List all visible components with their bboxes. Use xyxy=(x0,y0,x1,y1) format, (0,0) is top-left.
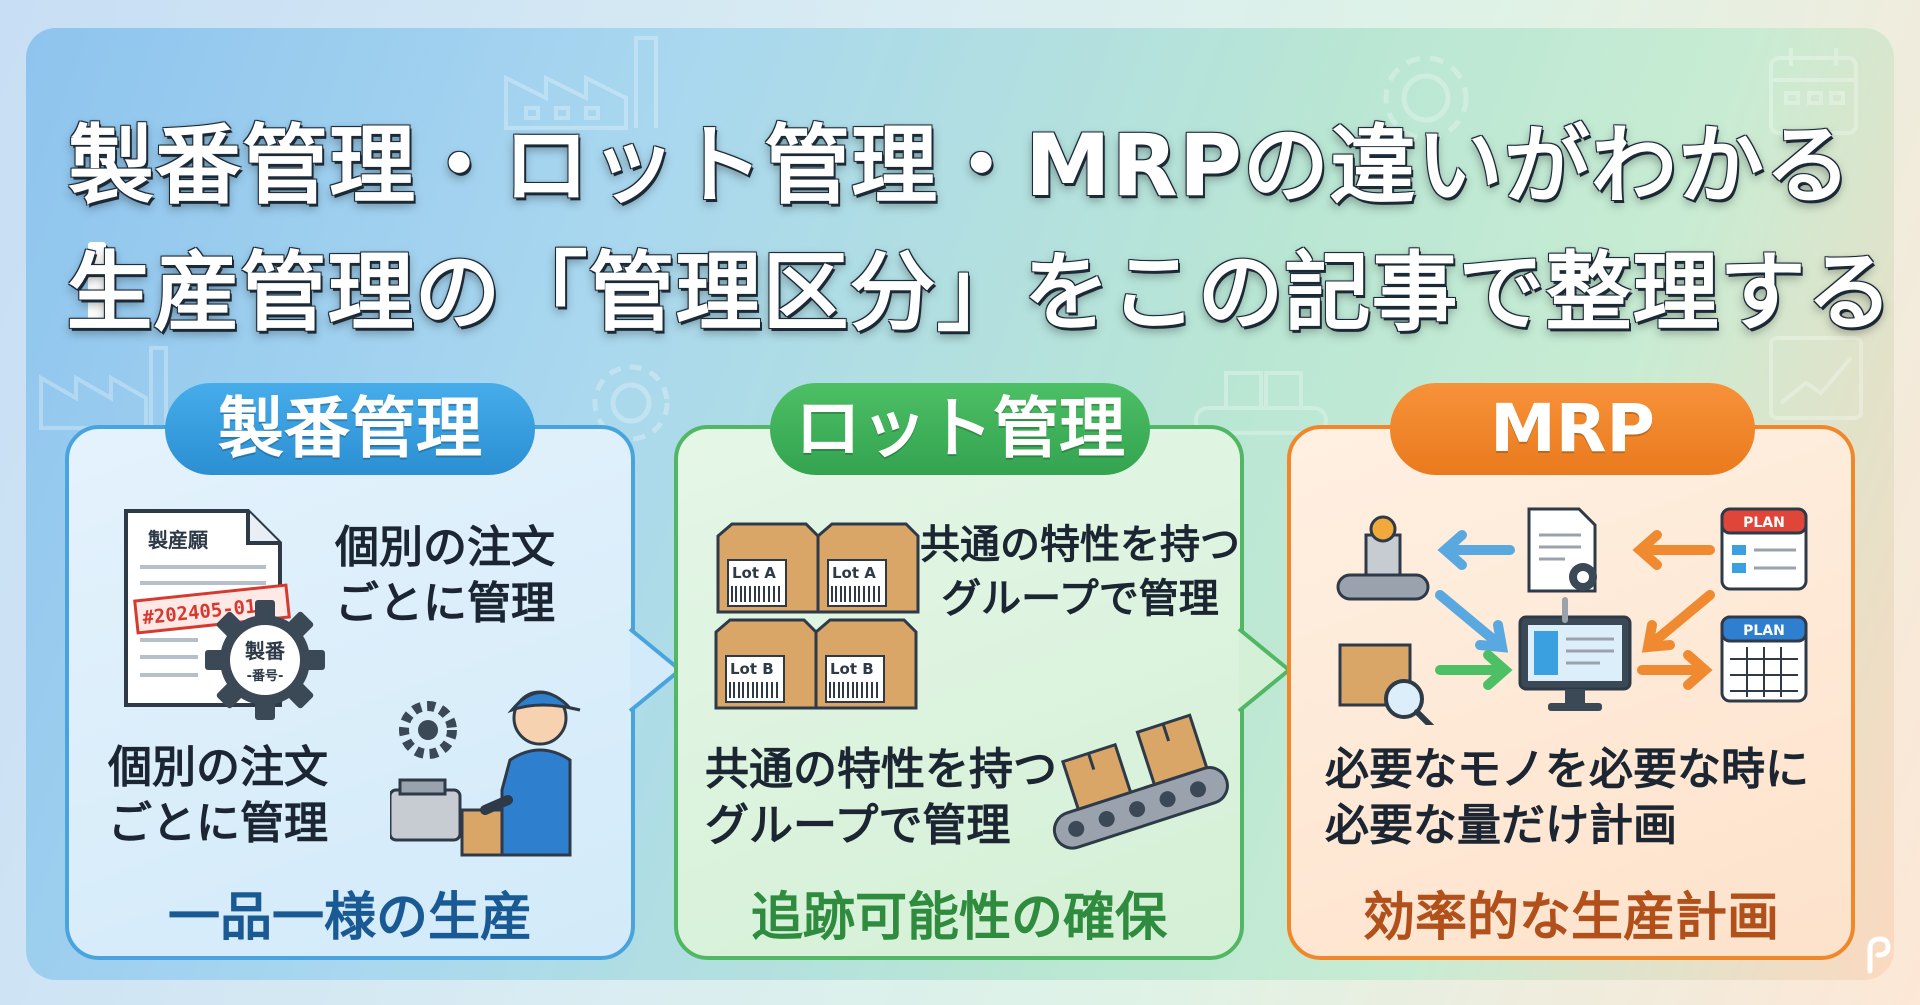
logo-icon xyxy=(1867,936,1891,974)
page-title-line2: 生産管理の「管理区分」をこの記事で整理する xyxy=(66,243,1894,343)
lot-footer: 追跡可能性の確保 xyxy=(750,888,1167,948)
gear-icon: 製番 -番号- xyxy=(205,600,325,720)
page-title-line1: 製番管理・ロット管理・MRPの違いがわかる xyxy=(68,116,1852,216)
machine-icon xyxy=(1336,515,1430,601)
conveyor-icon xyxy=(1052,713,1229,850)
factory-icon xyxy=(504,36,658,130)
gear-icon xyxy=(1383,55,1469,141)
svg-text:PLAN: PLAN xyxy=(1743,623,1785,639)
seiban-footer: 一品一様の生産 xyxy=(167,888,532,948)
box-icon: Lot A Lot A Lot B Lot B xyxy=(714,522,920,710)
card-mrp-heading: MRP xyxy=(1390,383,1755,475)
mrp-footer: 効率的な生産計画 xyxy=(1362,888,1779,948)
seiban-desc-bottom: 個別の注文ごとに管理 xyxy=(108,742,328,849)
gear-label-top: 製番 xyxy=(245,639,286,663)
card-lot-heading: ロット管理 xyxy=(770,383,1150,475)
lot-desc-top: 共通の特性を持つグループで管理 xyxy=(920,522,1240,622)
svg-text:Lot A: Lot A xyxy=(832,564,876,582)
doc-title: 製産願 xyxy=(148,528,209,552)
calendar-icon xyxy=(1769,48,1858,135)
factory-icon xyxy=(39,346,168,430)
monitor-icon xyxy=(1518,615,1632,711)
conveyor-icon xyxy=(1194,371,1328,435)
svg-text:Lot B: Lot B xyxy=(830,660,874,678)
arrow-icon xyxy=(1435,530,1715,690)
chart-icon xyxy=(1769,336,1863,420)
gear-label-bottom: -番号- xyxy=(247,668,284,684)
svg-text:Lot A: Lot A xyxy=(732,564,776,582)
calendar-icon: PLAN xyxy=(1720,615,1808,703)
magnifier-icon xyxy=(1338,643,1435,725)
gear-icon xyxy=(592,364,670,442)
svg-text:PLAN: PLAN xyxy=(1743,515,1785,531)
title-accent-bar xyxy=(88,242,106,324)
worker-icon xyxy=(390,690,581,857)
lot-desc-bottom: 共通の特性を持つグループで管理 xyxy=(705,744,1057,851)
calendar-icon: PLAN xyxy=(1720,507,1808,591)
mrp-desc: 必要なモノを必要な時に必要な量だけ計画 xyxy=(1325,744,1809,851)
document-icon xyxy=(1527,507,1597,593)
mrp-flow-diagram: PLAN PLAN xyxy=(1336,507,1808,725)
card-seiban-heading: 製番管理 xyxy=(165,383,535,475)
svg-text:Lot B: Lot B xyxy=(730,660,774,678)
seiban-desc-top: 個別の注文ごとに管理 xyxy=(335,522,555,629)
